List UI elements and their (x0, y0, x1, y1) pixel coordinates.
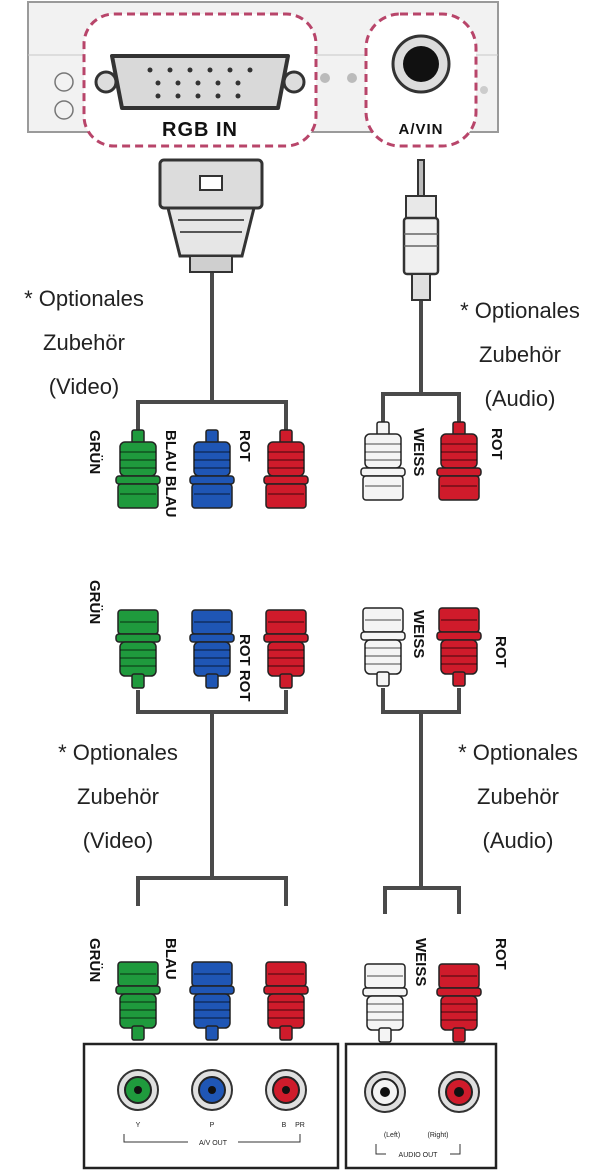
jack-label-pr: PR (295, 1122, 305, 1129)
label-weiss: WEISS (410, 610, 427, 658)
plug-labels: GRÜN BLAU BLAU ROT GRÜN ROT ROT GRÜN BLA… (86, 428, 509, 986)
plug-green-icon (115, 961, 161, 1041)
jack-right (438, 1071, 480, 1113)
svg-text:Zubehör: Zubehör (479, 342, 561, 367)
plug-green-icon (115, 429, 161, 509)
cables (136, 260, 461, 914)
label-rot: ROT (488, 428, 505, 460)
label-weiss: WEISS (410, 428, 427, 476)
svg-text:(Audio): (Audio) (483, 828, 554, 853)
note-mid-right: * Optionales Zubehör (Audio) (458, 740, 578, 853)
label-blau: BLAU (162, 938, 179, 980)
jack-label-b: B (282, 1122, 287, 1129)
svg-text:Zubehör: Zubehör (77, 784, 159, 809)
svg-text:* Optionales: * Optionales (24, 286, 144, 311)
plug-white-icon (362, 963, 408, 1043)
av-in-label: A/VIN (398, 121, 443, 138)
svg-text:(Video): (Video) (83, 828, 154, 853)
label-weiss: WEISS (412, 938, 429, 986)
jack-label-right: (Right) (427, 1132, 448, 1139)
power-icon (54, 72, 74, 92)
video-plugs-row2 (115, 609, 309, 689)
label-rot-rot: ROT ROT (236, 634, 253, 702)
svg-text:* Optionales: * Optionales (58, 740, 178, 765)
jack-label-left: (Left) (384, 1132, 400, 1139)
device-av-out: Y P B PR A/V OUT (82, 1042, 340, 1170)
video-plugs-row3 (115, 961, 309, 1041)
plug-green-icon (115, 609, 161, 689)
device-audio-out: (Left) (Right) AUDIO OUT (344, 1042, 498, 1170)
jack-y (117, 1069, 159, 1111)
label-gruen: GRÜN (86, 938, 103, 982)
plug-white-icon (360, 421, 406, 501)
indicator-dot (480, 86, 488, 94)
rgb-in-port: RGB IN (82, 12, 318, 148)
jack-pr (265, 1069, 307, 1111)
indicator-dot (347, 73, 357, 83)
jack-plug (402, 159, 440, 301)
plug-red-icon (436, 963, 482, 1043)
jack-label-p: P (210, 1122, 215, 1129)
plug-blue-icon (189, 609, 235, 689)
indicator-dot (320, 73, 330, 83)
note-mid-left: * Optionales Zubehör (Video) (58, 740, 178, 853)
rgb-in-label: RGB IN (162, 119, 238, 141)
plug-red-icon (436, 607, 482, 687)
av-in-port: A/VIN (364, 12, 478, 148)
svg-text:(Video): (Video) (49, 374, 120, 399)
plug-red-icon (263, 429, 309, 509)
note-top-left: * Optionales Zubehör (Video) (24, 286, 144, 399)
svg-text:(Audio): (Audio) (485, 386, 556, 411)
video-plugs-row1 (115, 429, 309, 509)
jack-p (191, 1069, 233, 1111)
svg-text:Zubehör: Zubehör (43, 330, 125, 355)
plug-blue-icon (189, 429, 235, 509)
plug-red-icon (436, 421, 482, 501)
plug-red-icon (263, 609, 309, 689)
plug-blue-icon (189, 961, 235, 1041)
label-gruen: GRÜN (86, 430, 103, 474)
svg-text:Zubehör: Zubehör (477, 784, 559, 809)
plug-white-icon (360, 607, 406, 687)
audio-out-label: AUDIO OUT (399, 1152, 439, 1159)
vga-plug (158, 158, 264, 273)
av-out-label: A/V OUT (199, 1140, 228, 1147)
svg-text:* Optionales: * Optionales (458, 740, 578, 765)
svg-text:* Optionales: * Optionales (460, 298, 580, 323)
label-blau-blau: BLAU BLAU (162, 430, 179, 518)
label-rot: ROT (236, 430, 253, 462)
label-rot: ROT (492, 938, 509, 970)
label-rot: ROT (492, 636, 509, 668)
label-gruen: GRÜN (86, 580, 103, 624)
jack-label-y: Y (136, 1122, 141, 1129)
plug-red-icon (263, 961, 309, 1041)
jack-left (364, 1071, 406, 1113)
note-top-right: * Optionales Zubehör (Audio) (460, 298, 580, 411)
service-icon (54, 100, 74, 120)
